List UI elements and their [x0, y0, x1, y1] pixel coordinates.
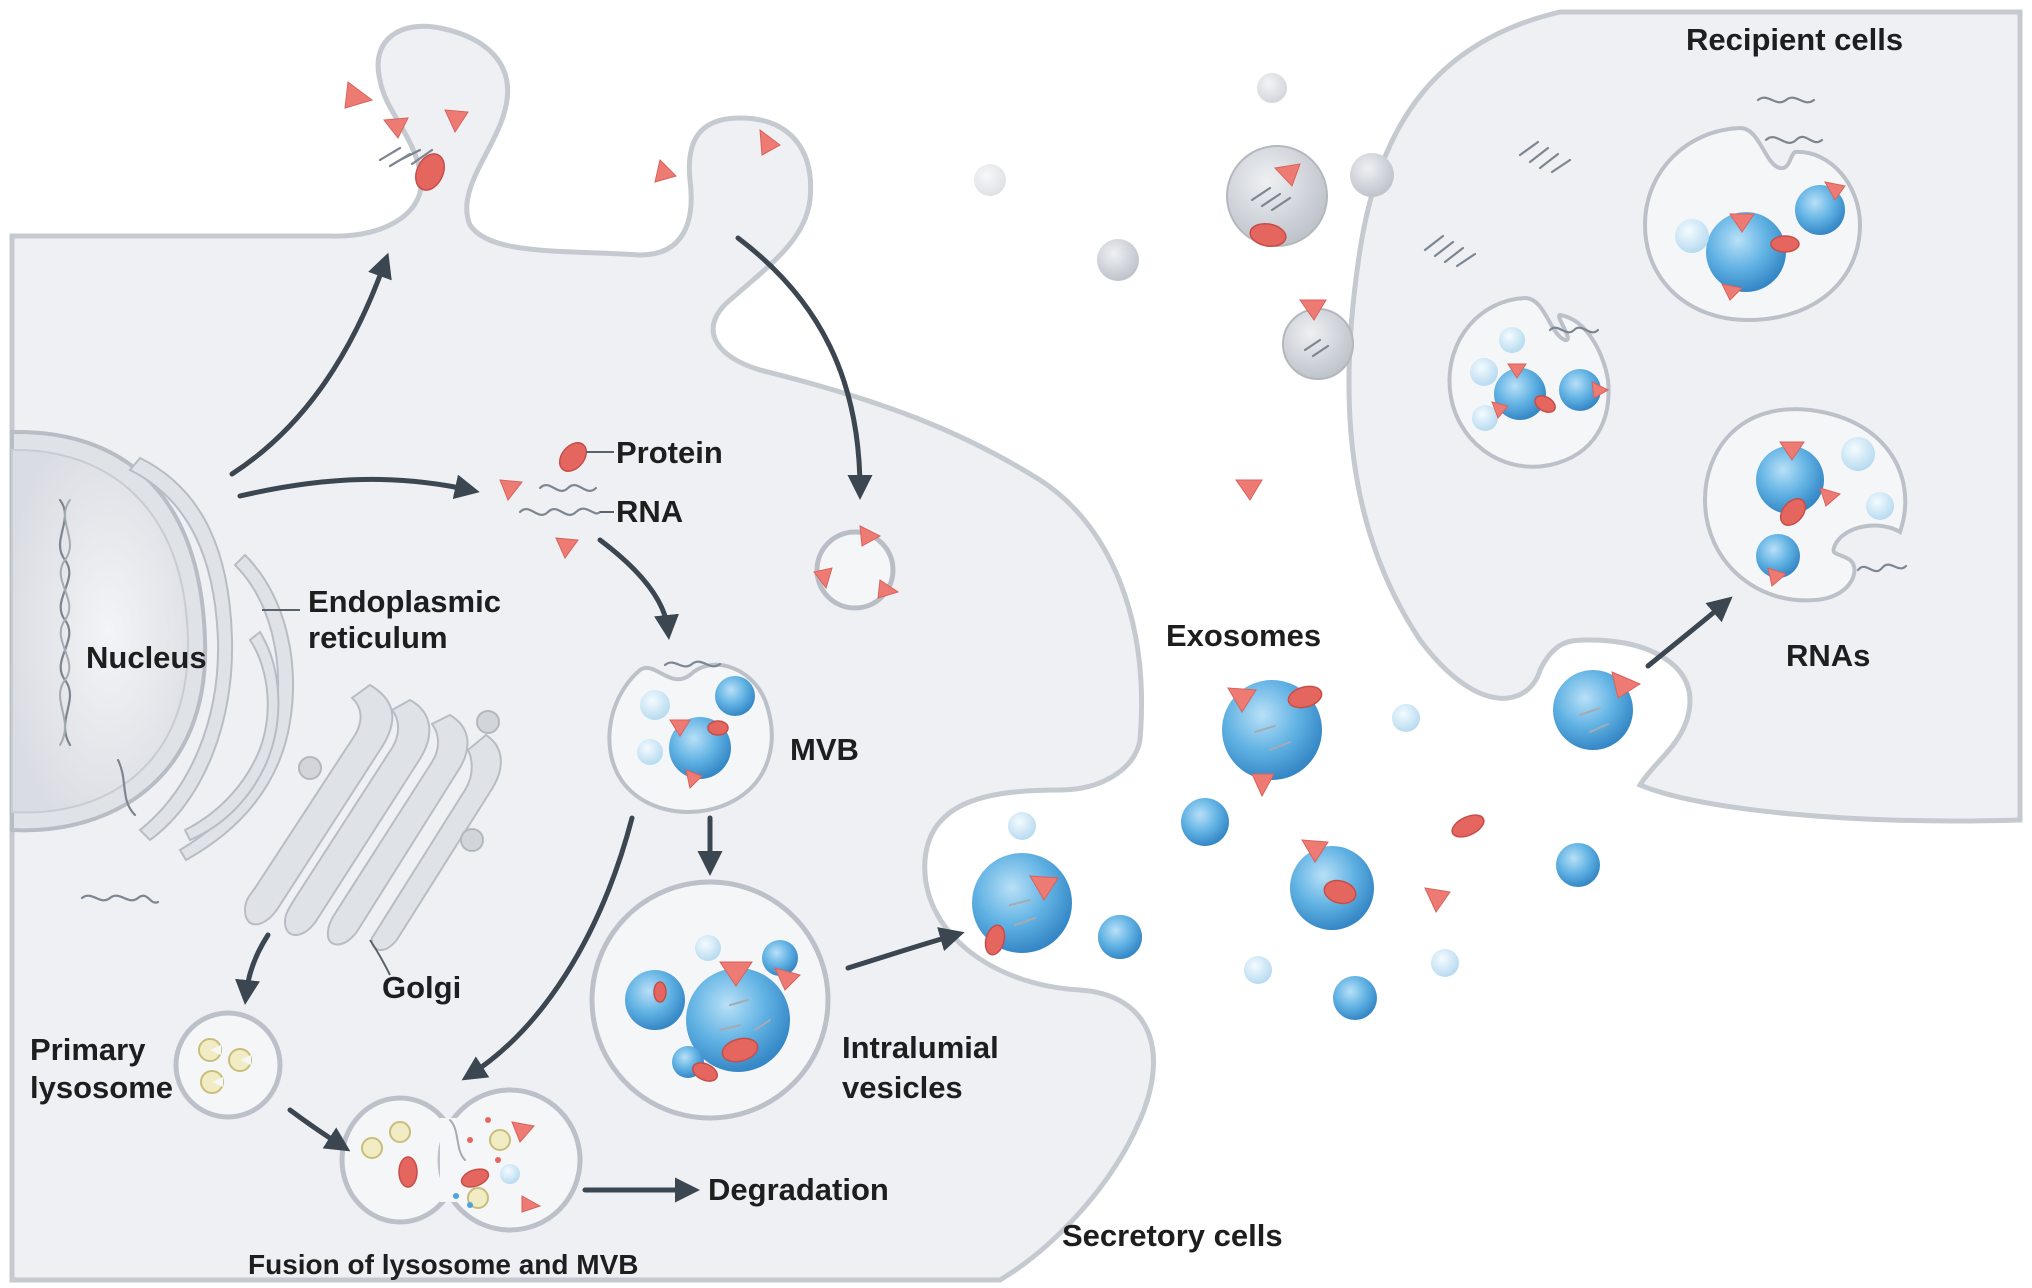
label-secretory-cells: Secretory cells: [1062, 1218, 1283, 1253]
protein-icon: [558, 442, 588, 472]
golgi-vesicle: [298, 756, 322, 780]
internalized-exosome: [1756, 446, 1824, 514]
label-recipient-cells: Recipient cells: [1686, 22, 1903, 57]
intraluminal-vesicle: [625, 970, 685, 1030]
internalized-exosome: [1706, 212, 1786, 292]
label-mvb: MVB: [790, 732, 859, 767]
nucleus: [10, 429, 208, 833]
lysosome-mvb-fusion: [339, 1087, 583, 1233]
label-vesicles: vesicles: [842, 1070, 963, 1105]
label-reticulum: reticulum: [308, 620, 448, 655]
rna-strand: [80, 894, 160, 904]
exosome: [1282, 308, 1354, 380]
label-golgi: Golgi: [382, 970, 461, 1005]
golgi-apparatus: [243, 683, 502, 976]
primary-lysosome: [173, 1010, 283, 1120]
label-endoplasmic: Endoplasmic: [308, 584, 501, 619]
budding-protrusion-right: [654, 128, 781, 183]
early-endosome: [813, 525, 900, 611]
golgi-vesicle: [476, 710, 500, 734]
endoplasmic-reticulum: [128, 456, 300, 862]
released-vesicles-top: [974, 73, 1394, 380]
intraluminal-vesicle: [715, 676, 755, 716]
recipient-cell-contents: [1423, 96, 1908, 750]
budding-protrusion-left: [344, 81, 469, 191]
label-degradation: Degradation: [708, 1172, 889, 1207]
recipient-cell: [1346, 9, 2023, 824]
exosome-cluster: [1098, 479, 1600, 1020]
rna-icon: [538, 484, 598, 492]
label-nucleus: Nucleus: [86, 640, 207, 675]
cytoplasm-cargo: [499, 442, 614, 559]
labels: Protein RNA Endoplasmic reticulum Nucleu…: [30, 22, 1903, 1280]
flow-arrows: [229, 235, 1733, 1203]
label-protein: Protein: [616, 435, 723, 470]
mvb: [607, 660, 774, 814]
recipient-cell-membrane: [1346, 9, 2023, 824]
label-rna: RNA: [616, 494, 683, 529]
intraluminal-vesicle: [686, 968, 790, 1072]
golgi-leader-line: [369, 939, 391, 976]
label-lysosome: lysosome: [30, 1070, 173, 1105]
label-intralumial: Intralumial: [842, 1030, 999, 1065]
label-rnas: RNAs: [1786, 638, 1870, 673]
golgi-vesicle: [460, 828, 484, 852]
label-fusion: Fusion of lysosome and MVB: [248, 1249, 638, 1280]
label-primary: Primary: [30, 1032, 146, 1067]
mature-mvb: [589, 879, 831, 1121]
label-exosomes: Exosomes: [1166, 618, 1321, 653]
